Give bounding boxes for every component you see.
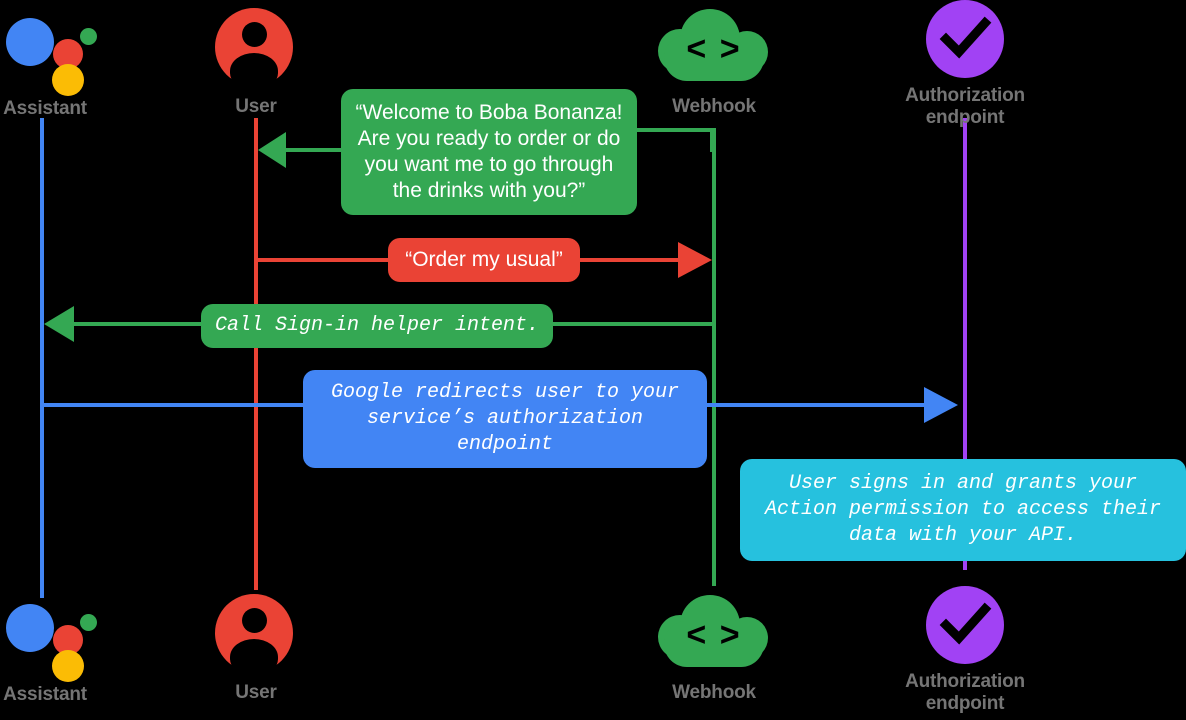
message-bubble-welcome: “Welcome to Boba Bonanza! Are you ready …	[341, 89, 637, 215]
bubble-line: data with your API.	[848, 524, 1078, 547]
purple-check-circle-icon-top	[926, 0, 1004, 78]
message-bubble-user-grants-permission: User signs in and grants your Action per…	[740, 459, 1186, 561]
lifeline-assistant	[40, 118, 44, 598]
arrow-line-signin-left	[72, 322, 207, 326]
lifeline-webhook	[712, 128, 716, 586]
actor-label-webhook-top: Webhook	[672, 96, 756, 117]
assistant-green-dot-icon	[80, 28, 97, 45]
user-body-icon	[230, 639, 278, 675]
arrow-line-signin-right	[548, 322, 714, 326]
cloud-code-icon-top: < >	[658, 9, 770, 87]
assistant-icon-top	[6, 10, 97, 96]
arrow-line-welcome	[284, 148, 344, 152]
check-mark-icon	[939, 16, 992, 59]
cloud-base-icon	[664, 35, 764, 81]
assistant-yellow-dot-icon	[52, 650, 84, 682]
bubble-line: User signs in and grants your	[788, 472, 1138, 495]
user-head-icon	[241, 22, 267, 47]
arrow-line-order	[254, 258, 394, 262]
bubble-line: the drinks with you?”	[392, 179, 586, 202]
actor-label-user-top: User	[235, 96, 277, 117]
arrow-line-redirect-right	[704, 403, 926, 407]
lifeline-auth	[963, 118, 967, 570]
assistant-blue-dot-icon	[6, 18, 54, 66]
bubble-line: “Welcome to Boba Bonanza!	[355, 101, 623, 124]
user-head-icon	[241, 608, 267, 633]
user-avatar-icon-top	[215, 8, 293, 89]
arrow-head-order	[678, 242, 712, 278]
assistant-green-dot-icon	[80, 614, 97, 631]
bubble-line: Google redirects user to your	[330, 381, 680, 404]
lifeline-user	[254, 118, 258, 590]
arrow-head-redirect	[924, 387, 958, 423]
message-bubble-order-my-usual: “Order my usual”	[388, 238, 580, 282]
cloud-base-icon	[664, 621, 764, 667]
message-bubble-google-redirect: Google redirects user to your service’s …	[303, 370, 707, 468]
cloud-code-icon-bottom: < >	[658, 595, 770, 673]
actor-label-assistant-top: Assistant	[3, 98, 87, 119]
assistant-icon-bottom	[6, 596, 97, 682]
code-brackets-icon: < >	[686, 30, 742, 68]
arrow-head-signin	[44, 306, 74, 342]
bubble-line: service’s authorization endpoint	[366, 407, 644, 456]
actor-label-auth-bottom: Authorization endpoint	[905, 671, 1025, 714]
code-brackets-icon: < >	[686, 616, 742, 654]
assistant-blue-dot-icon	[6, 604, 54, 652]
assistant-yellow-dot-icon	[52, 64, 84, 96]
bubble-line: Call Sign-in helper intent.	[214, 314, 540, 337]
arrow-head-welcome	[258, 132, 286, 168]
arrow-line-redirect-left	[40, 403, 306, 407]
actor-label-user-bottom: User	[235, 682, 277, 703]
actor-label-webhook-bottom: Webhook	[672, 682, 756, 703]
purple-check-circle-icon-bottom	[926, 586, 1004, 664]
arrow-line-order-right	[576, 258, 680, 262]
check-mark-icon	[939, 602, 992, 645]
user-avatar-icon-bottom	[215, 594, 293, 675]
bubble-line: Are you ready to order or do	[357, 127, 621, 150]
bubble-line: Action permission to access their	[764, 498, 1162, 521]
actor-label-assistant-bottom: Assistant	[3, 684, 87, 705]
actor-label-auth-top: Authorization endpoint	[905, 85, 1025, 128]
bubble-line: “Order my usual”	[405, 248, 563, 271]
bubble-line: you want me to go through	[364, 153, 614, 176]
user-body-icon	[230, 53, 278, 89]
message-bubble-call-signin-helper: Call Sign-in helper intent.	[201, 304, 553, 348]
